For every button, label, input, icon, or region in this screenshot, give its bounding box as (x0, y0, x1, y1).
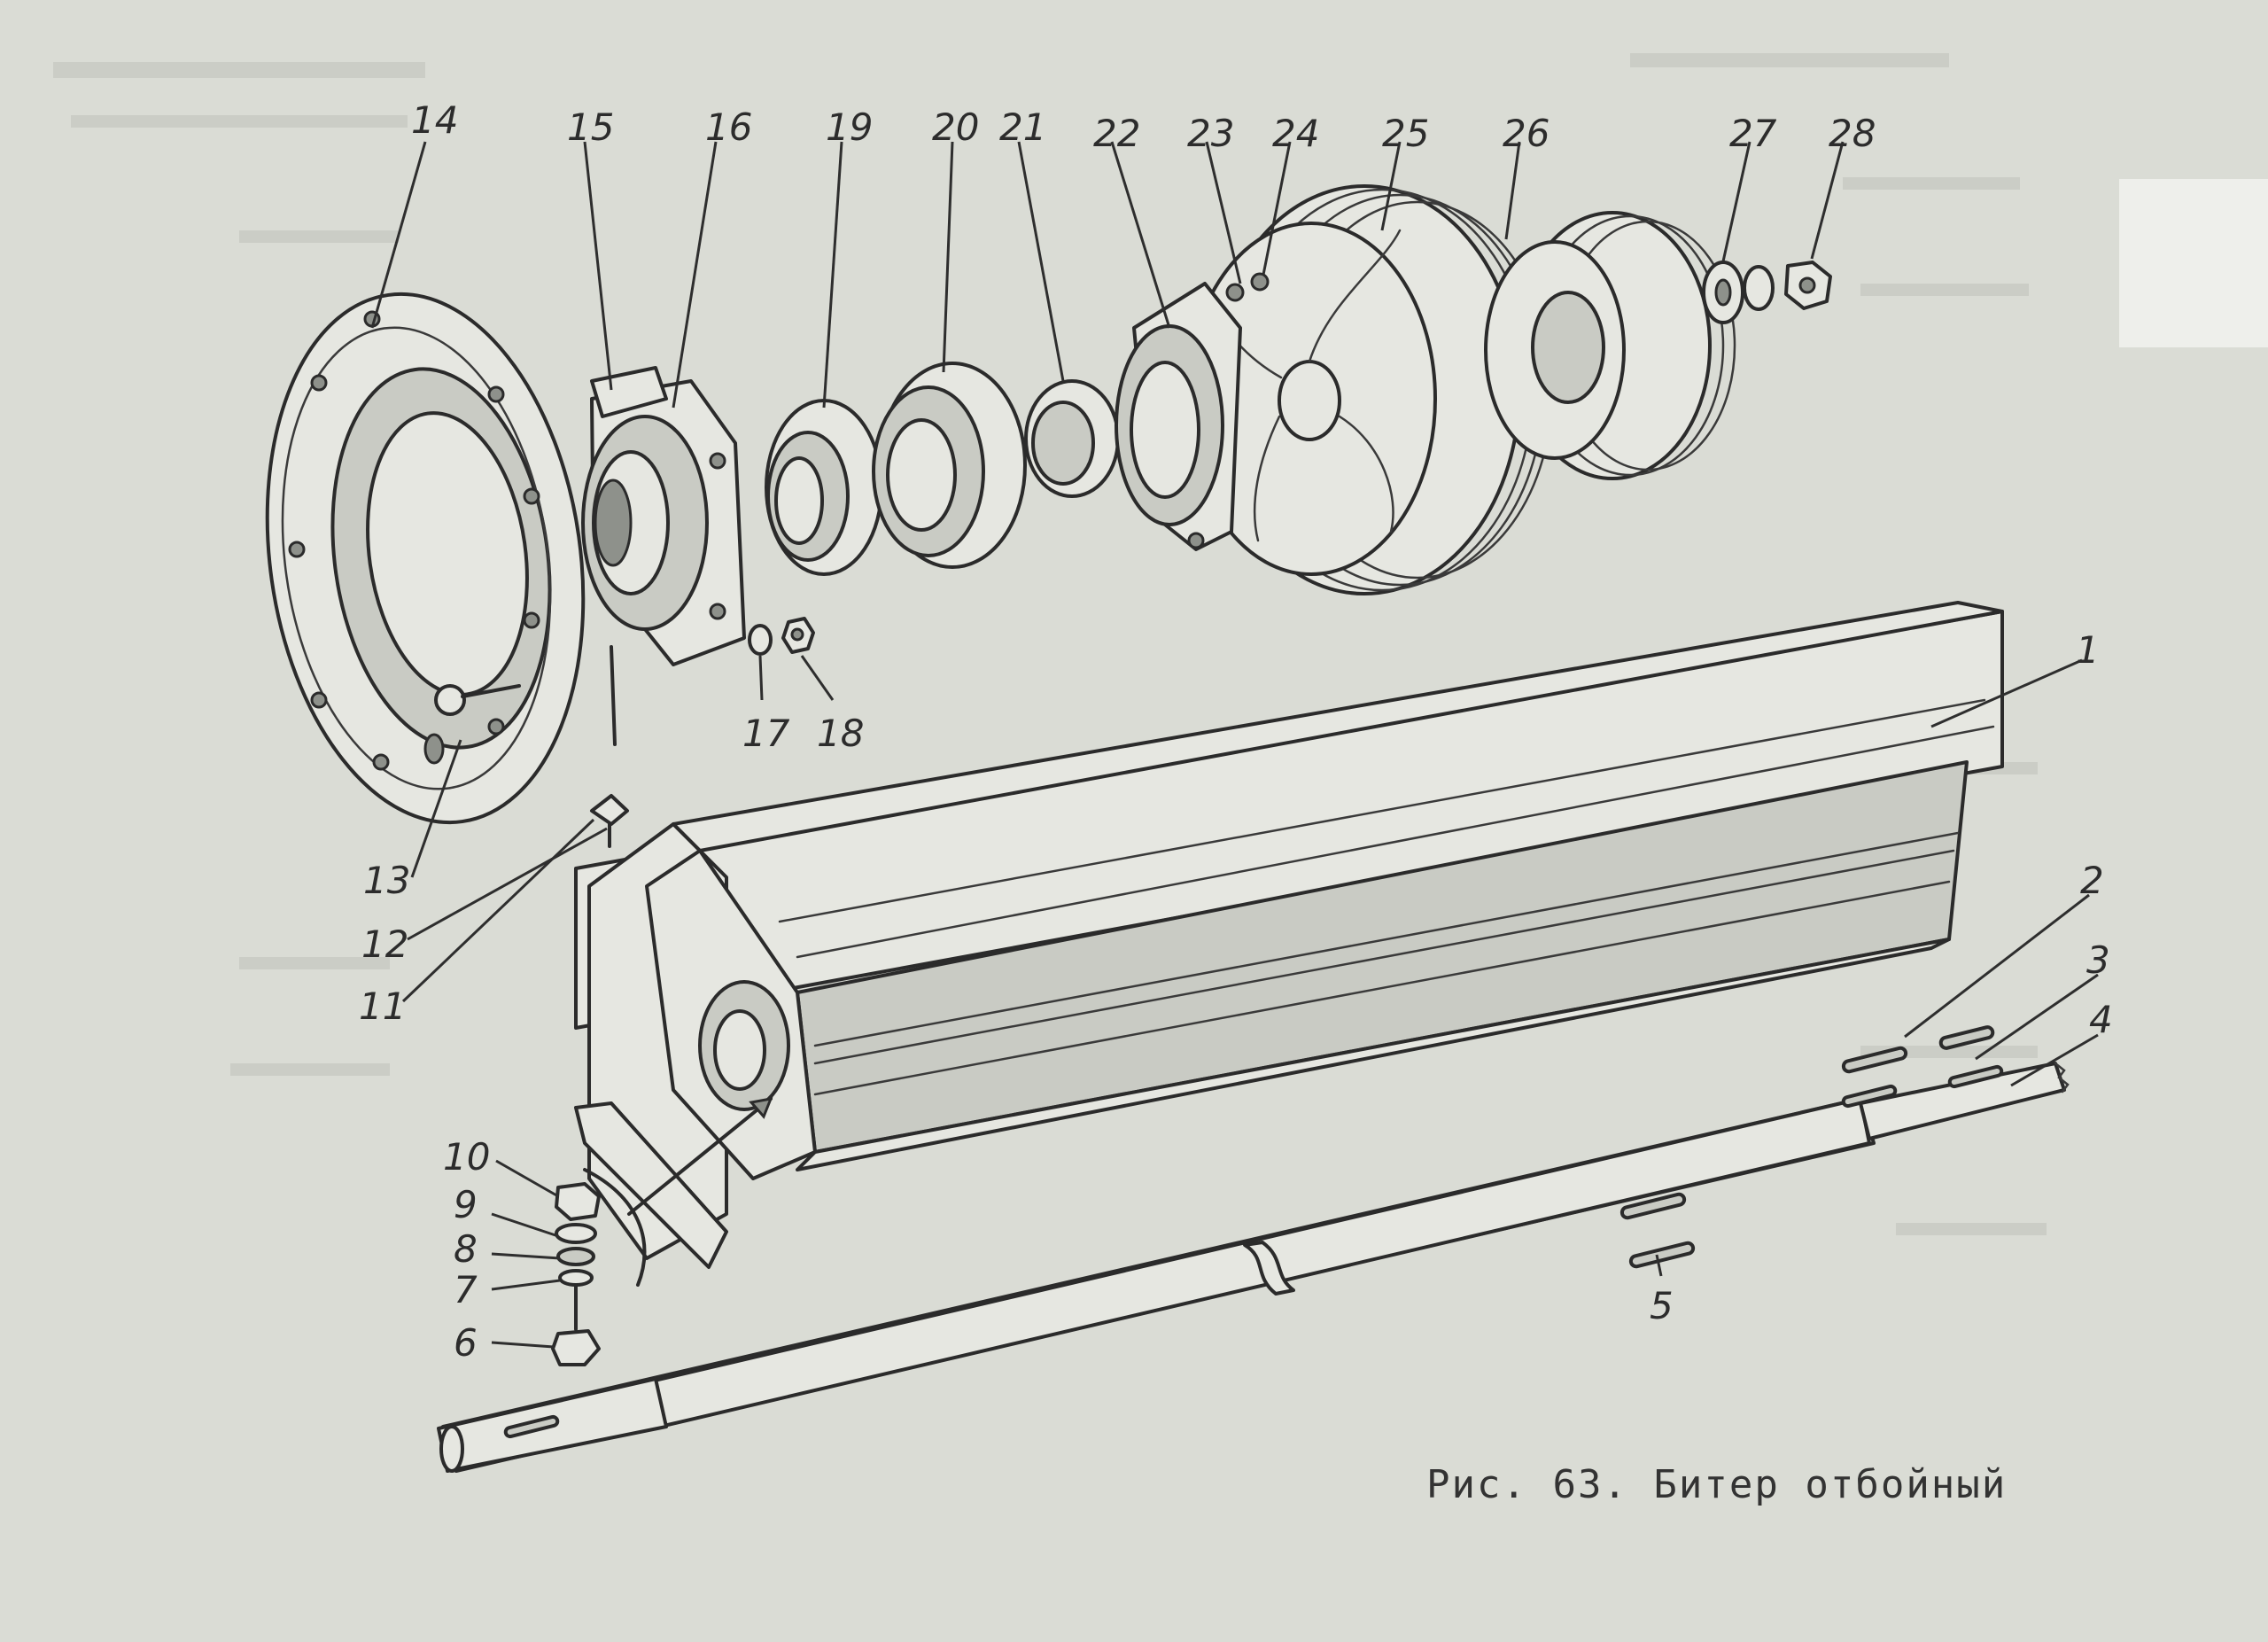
part-number-labels: 1 2 3 4 5 6 7 8 9 10 11 12 13 14 15 16 1… (359, 98, 2113, 1365)
label-6: 6 (454, 1321, 478, 1365)
part-second-pulley (1484, 211, 1736, 480)
label-12: 12 (361, 922, 408, 966)
label-7: 7 (454, 1268, 478, 1311)
label-27: 27 (1729, 112, 1777, 155)
part-seal-ring (765, 399, 883, 576)
label-1: 1 (2076, 628, 2100, 672)
leader-lines (370, 141, 2099, 1349)
label-16: 16 (705, 105, 752, 149)
label-24: 24 (1272, 112, 1319, 155)
part-shaft (437, 1025, 2070, 1473)
paper-tab (2119, 179, 2268, 347)
part-grease-fitting (590, 794, 629, 848)
label-19: 19 (826, 105, 873, 149)
part-bolt-stack (551, 1097, 773, 1366)
part-pulley (1115, 184, 1554, 595)
part-washer-nut-27-28 (1702, 261, 1832, 324)
label-28: 28 (1829, 112, 1876, 155)
part-bearing-housing (581, 366, 746, 746)
part-bearing (872, 362, 1027, 569)
part-beater-body (574, 601, 2004, 1269)
label-22: 22 (1093, 112, 1140, 155)
label-23: 23 (1187, 112, 1234, 155)
label-4: 4 (2089, 998, 2113, 1041)
label-26: 26 (1503, 112, 1550, 155)
label-8: 8 (454, 1227, 478, 1271)
label-17: 17 (742, 712, 790, 755)
label-15: 15 (567, 105, 614, 149)
part-spacer-ring (1024, 379, 1120, 498)
part-flange-disc (265, 292, 586, 825)
label-9: 9 (454, 1183, 478, 1226)
label-13: 13 (363, 859, 410, 902)
label-20: 20 (932, 105, 979, 149)
label-21: 21 (999, 105, 1046, 149)
label-25: 25 (1382, 112, 1429, 155)
label-11: 11 (359, 984, 406, 1028)
figure-caption: Рис. 63. Битер отбойный (1426, 1462, 2008, 1507)
label-18: 18 (817, 712, 864, 755)
label-14: 14 (411, 98, 458, 142)
part-washer-nut-17-18 (748, 617, 815, 656)
label-10: 10 (443, 1135, 490, 1179)
label-2: 2 (2080, 859, 2104, 902)
label-5: 5 (1650, 1284, 1674, 1327)
label-3: 3 (2086, 938, 2110, 982)
